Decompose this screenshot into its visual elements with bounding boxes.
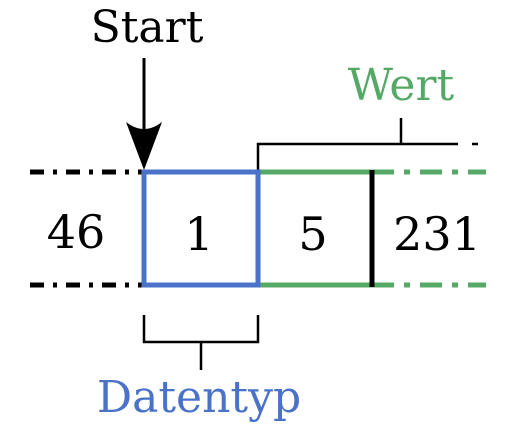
wert-label: Wert (348, 60, 455, 111)
cell-value: 231 (393, 207, 481, 261)
start-arrow-head (126, 122, 162, 170)
start-label: Start (91, 2, 204, 53)
cell-length: 5 (298, 207, 327, 261)
datentyp-brace (142, 315, 260, 344)
type-box (141, 169, 261, 288)
wert-brace (256, 142, 458, 170)
datentyp-label: Datentyp (97, 372, 301, 423)
cell-previous: 46 (47, 205, 106, 259)
cell-type: 1 (184, 207, 213, 261)
